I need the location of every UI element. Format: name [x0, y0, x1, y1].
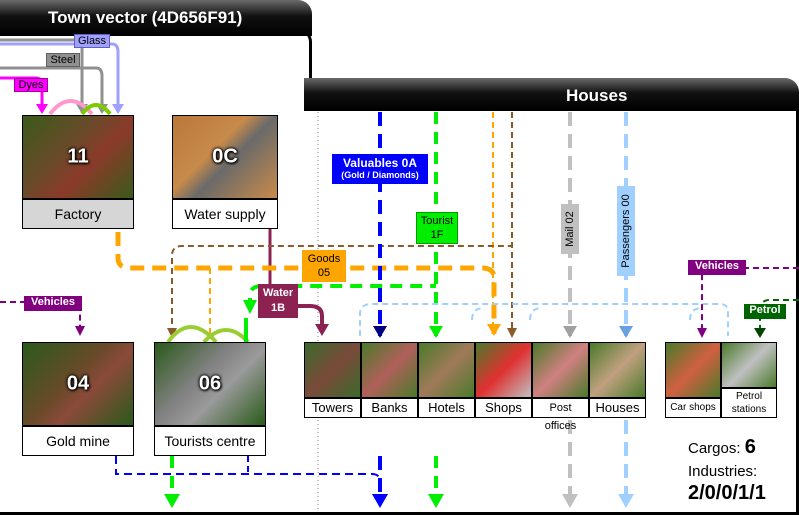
goods-label-text: Goods 05	[307, 253, 341, 279]
mail-label: Mail 02	[561, 204, 579, 254]
car-shops-label[interactable]: Car shops	[665, 398, 721, 418]
petrol-stations-label[interactable]: Petrol stations	[721, 388, 777, 418]
hotels-label[interactable]: Hotels	[418, 398, 475, 418]
factory-label[interactable]: Factory	[22, 199, 134, 229]
industries-value: 2/0/0/1/1	[688, 482, 766, 504]
post-offices-image[interactable]	[532, 342, 589, 398]
factory-image[interactable]: 11	[22, 115, 134, 199]
houses-label[interactable]: Houses	[589, 398, 646, 418]
tourists-centre-image[interactable]: 06	[154, 342, 266, 426]
steel-flow-2	[0, 66, 104, 112]
cargos-stat: Cargos: 6	[688, 436, 756, 459]
houses-title: Houses	[566, 86, 628, 105]
passengers-label-text: Passengers 00	[620, 194, 632, 268]
shops-label[interactable]: Shops	[475, 398, 532, 418]
gold-mine-image[interactable]: 04	[22, 342, 134, 426]
post-offices-label[interactable]: Post offices	[532, 398, 589, 432]
valuables-label: Valuables 0A (Gold / Diamonds)	[332, 154, 428, 184]
houses-image[interactable]	[589, 342, 646, 398]
banks-image[interactable]	[361, 342, 418, 398]
vehicles-label-left: Vehicles	[24, 296, 82, 311]
dyes-label: Dyes	[14, 78, 48, 92]
shops-image[interactable]	[475, 342, 532, 398]
water-supply-code: 0C	[212, 145, 238, 168]
banks-label[interactable]: Banks	[361, 398, 418, 418]
water-label: Water 1B	[258, 284, 298, 318]
petrol-stations-image[interactable]	[721, 342, 777, 388]
cargos-value: 6	[744, 436, 756, 458]
houses-title-tab: Houses	[304, 78, 799, 111]
houses-panel	[304, 80, 799, 515]
mail-label-text: Mail 02	[564, 211, 576, 247]
water-supply-image[interactable]: 0C	[172, 115, 278, 199]
petrol-label: Petrol	[744, 304, 786, 319]
tourists-centre-label[interactable]: Tourists centre	[154, 426, 266, 456]
brown-flow	[171, 245, 512, 334]
car-shops-image[interactable]	[665, 342, 721, 398]
passengers-label: Passengers 00	[617, 186, 635, 276]
tourists-centre-code: 06	[198, 372, 222, 395]
water-to-towers	[284, 304, 324, 330]
gold-mine-code: 04	[66, 372, 90, 395]
glass-flow	[0, 42, 120, 112]
towers-label[interactable]: Towers	[304, 398, 361, 418]
hotels-image[interactable]	[418, 342, 475, 398]
gold-mine-label[interactable]: Gold mine	[22, 426, 134, 456]
tourist-label-text: Tourist 1F	[420, 215, 454, 241]
town-title-tab: Town vector (4D656F91)	[0, 0, 312, 36]
petrol-stations-label-text: Petrol stations	[731, 391, 767, 415]
vehicles-label-right: Vehicles	[688, 260, 746, 275]
water-label-text: Water 1B	[263, 287, 294, 314]
towers-image[interactable]	[304, 342, 361, 398]
industries-stat-label: Industries:	[688, 463, 758, 480]
water-supply-label[interactable]: Water supply	[172, 199, 278, 229]
factory-code: 11	[67, 145, 89, 168]
steel-label: Steel	[46, 53, 80, 67]
goods-label: Goods 05	[302, 250, 346, 282]
cargos-label: Cargos:	[688, 440, 741, 457]
industries-stat-value: 2/0/0/1/1	[688, 482, 766, 505]
valuables-label-sub: (Gold / Diamonds)	[341, 170, 419, 180]
town-title: Town vector (4D656F91)	[48, 8, 243, 27]
valuables-label-text: Valuables 0A	[342, 156, 418, 170]
tourist-label: Tourist 1F	[416, 212, 458, 244]
glass-label: Glass	[74, 34, 110, 48]
